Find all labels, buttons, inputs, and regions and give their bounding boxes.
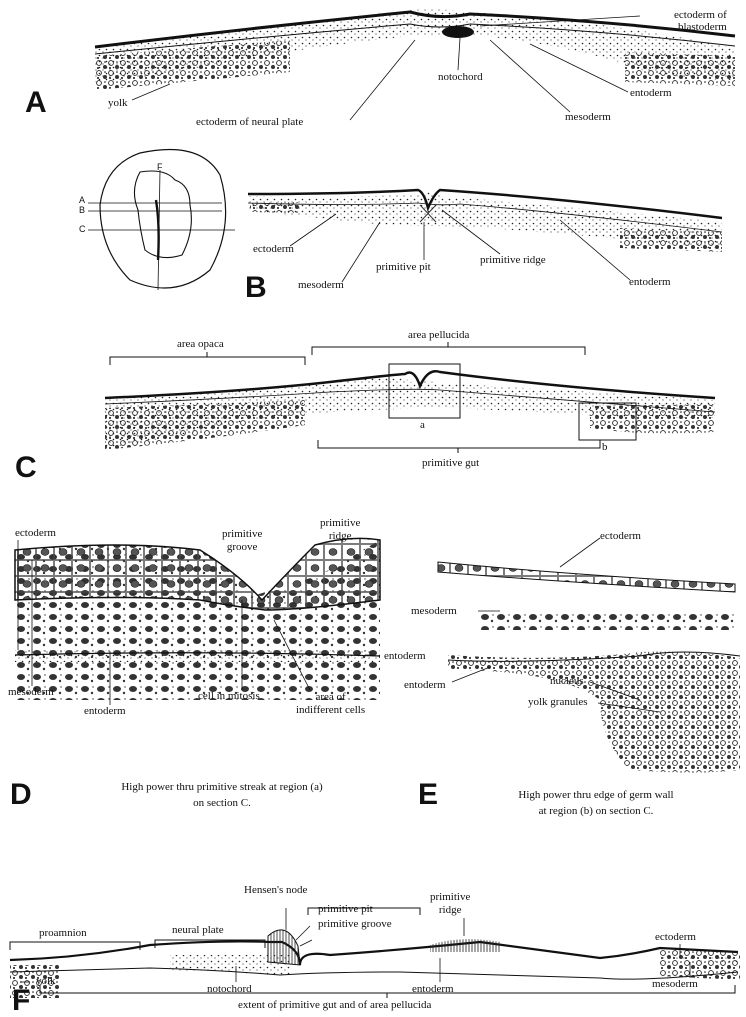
inset-mark-b: B xyxy=(79,206,85,215)
label-d-primitive-groove: primitive groove xyxy=(222,528,262,553)
label-b-ectoderm: ectoderm xyxy=(253,244,294,255)
inset-mark-c: C xyxy=(79,225,86,234)
label-f-notochord: notochord xyxy=(207,984,252,995)
label-a-ectoderm-of-neural-plate: ectoderm of neural plate xyxy=(196,117,303,128)
inset-mark-a: A xyxy=(79,196,85,205)
label-b-entoderm: entoderm xyxy=(629,277,671,288)
label-f-primitive-groove: primitive groove xyxy=(318,919,392,930)
panel-letter-c: C xyxy=(15,453,37,483)
label-d-entoderm-right: entoderm xyxy=(384,651,426,662)
label-f-mesoderm: mesoderm xyxy=(652,979,698,990)
label-b-primitive-pit: primitive pit xyxy=(376,262,431,273)
caption-e: High power thru edge of germ wall at reg… xyxy=(446,788,746,820)
label-d-entoderm-bottom: entoderm xyxy=(84,706,126,717)
label-c-area-opaca: area opaca xyxy=(177,339,224,350)
section-d-drawing xyxy=(15,538,380,700)
section-c-drawing xyxy=(105,364,715,450)
label-f-proamnion: proamnion xyxy=(39,928,87,939)
label-e-mesoderm: mesoderm xyxy=(411,606,457,617)
inset-mark-f: F xyxy=(157,163,163,172)
label-e-ectoderm: ectoderm xyxy=(600,531,641,542)
label-c-area-pellucida: area pellucida xyxy=(408,330,469,341)
label-a-notochord: notochord xyxy=(438,72,483,83)
leader-lines xyxy=(18,16,690,982)
label-d-primitive-ridge: primitive ridge xyxy=(320,517,360,542)
label-e-nucleus: nucleus xyxy=(550,676,584,687)
panel-letter-e: E xyxy=(418,780,438,810)
label-d-cell-in-mitosis: cell in mitosis xyxy=(198,691,260,702)
panel-letter-b: B xyxy=(245,273,267,303)
label-c-box-a: a xyxy=(420,420,425,431)
label-b-mesoderm: mesoderm xyxy=(298,280,344,291)
label-b-primitive-ridge: primitive ridge xyxy=(480,255,546,266)
label-f-extent: extent of primitive gut and of area pell… xyxy=(238,1000,431,1011)
section-a-drawing xyxy=(95,9,735,90)
label-f-neural-plate: neural plate xyxy=(172,925,224,936)
label-c-box-b: b xyxy=(602,442,608,453)
section-f-drawing xyxy=(10,930,740,998)
panel-letter-a: A xyxy=(25,88,47,118)
label-e-yolk-granules: yolk granules xyxy=(528,697,588,708)
label-f-ectoderm: ectoderm xyxy=(655,932,696,943)
label-a-ectoderm-of-blastoderm: ectoderm of blastoderm xyxy=(674,9,727,33)
section-e-drawing xyxy=(438,562,740,773)
label-f-entoderm: entoderm xyxy=(412,984,454,995)
panel-letter-d: D xyxy=(10,780,32,810)
label-a-mesoderm: mesoderm xyxy=(565,112,611,123)
label-a-entoderm: entoderm xyxy=(630,88,672,99)
panel-letter-f: F xyxy=(12,986,30,1016)
label-f-yolk: yolk xyxy=(36,976,56,987)
label-e-entoderm: entoderm xyxy=(404,680,446,691)
label-d-mesoderm: mesoderm xyxy=(8,687,54,698)
label-a-yolk: yolk xyxy=(108,98,128,109)
label-d-area-of-indifferent-cells: area of indifferent cells xyxy=(296,691,365,716)
label-f-hensens-node: Hensen's node xyxy=(244,885,307,896)
label-f-primitive-ridge: primitive ridge xyxy=(430,891,470,916)
caption-d: High power thru primitive streak at regi… xyxy=(52,780,392,812)
label-c-primitive-gut: primitive gut xyxy=(422,458,479,469)
label-d-ectoderm: ectoderm xyxy=(15,528,56,539)
label-f-primitive-pit: primitive pit xyxy=(318,904,373,915)
